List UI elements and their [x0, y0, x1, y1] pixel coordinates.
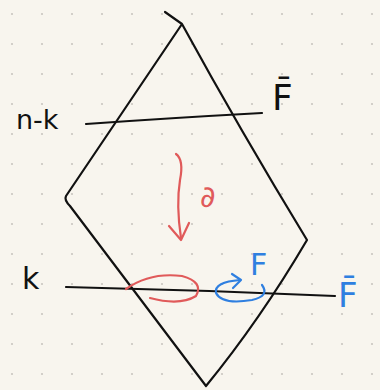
level-label: k — [22, 264, 39, 294]
field-label: F — [250, 250, 267, 280]
level-label: n-k — [16, 106, 59, 133]
upper-level-line — [86, 113, 262, 124]
diamond-outline — [66, 12, 308, 386]
boundary-arrow — [176, 154, 181, 238]
arrow-head — [169, 223, 189, 240]
blue-loop — [216, 280, 265, 301]
loop-arrow-head — [232, 274, 241, 288]
lower-level-line — [66, 287, 335, 296]
red-loop — [126, 275, 198, 301]
boundary-label: ∂ — [200, 182, 216, 212]
field-label: F̄ — [272, 80, 293, 116]
field-label: F̄ — [338, 278, 358, 312]
